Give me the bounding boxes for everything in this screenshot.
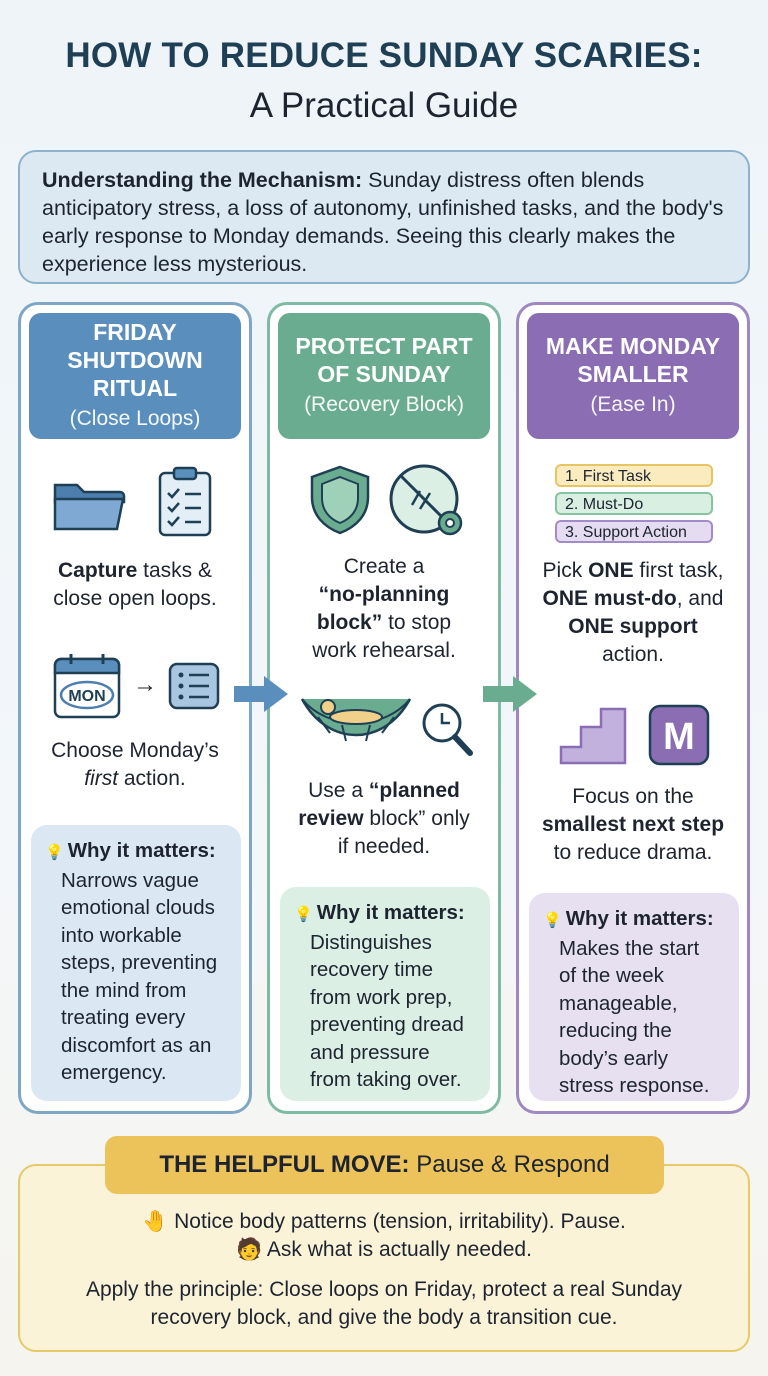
chip-first-task: 1. First Task [555,464,713,487]
why-it-matters-box: 💡Why it matters: Makes the start of the … [529,893,739,1101]
page-title: HOW TO REDUCE SUNDAY SCARIES: [65,36,703,75]
chip-must-do: 2. Must-Do [555,492,713,515]
helpful-move-box [18,1164,750,1352]
column-heading-line: RITUAL [92,375,178,401]
column-friday-shutdown: FRIDAY SHUTDOWN RITUAL (Close Loops) Cap… [18,302,252,1114]
why-it-matters-box: 💡Why it matters: Narrows vague emotional… [31,825,241,1101]
lightbulb-icon: 💡 [294,906,313,923]
column-protect-sunday: PROTECT PART OF SUNDAY (Recovery Block) … [267,302,501,1114]
mechanism-box: Understanding the Mechanism: Sunday dist… [18,150,750,284]
step-capture: Capture tasks & close open loops. [53,559,217,610]
calendar-mon-icon: MON [53,654,121,719]
column-heading-line: OF SUNDAY [317,361,451,387]
list-icon [168,662,220,710]
step-pick-one: Pick ONE first task, ONE must-do, and ON… [542,559,724,666]
lightbulb-icon: 💡 [543,912,562,929]
m-badge-icon: M [648,704,710,766]
stairs-icon [559,707,627,765]
helpful-move-line-2: 🧑 Ask what is actually needed. [236,1238,532,1261]
step-choose-first-action: Choose Monday’s first action. [51,739,219,790]
helpful-move-line-3: Apply the principle: Close loops on Frid… [85,1278,683,1301]
mechanism-text: Sunday distress often blends anticipator… [42,168,724,276]
helpful-move-line-1: 🤚 Notice body patterns (tension, irritab… [142,1210,626,1233]
column-subheading: (Recovery Block) [304,393,464,416]
helpful-move-line-4: recovery block, and give the body a tran… [150,1306,618,1329]
column-heading-line: PROTECT PART [295,333,473,359]
column-make-monday-smaller: MAKE MONDAY SMALLER (Ease In) 1. First T… [516,302,750,1114]
arrow-right-icon [234,676,288,712]
svg-text:M: M [663,716,695,758]
folder-icon [53,483,126,531]
column-header: FRIDAY SHUTDOWN RITUAL (Close Loops) [29,313,241,439]
mechanism-label: Understanding the Mechanism: [42,168,363,192]
helpful-move-heading: THE HELPFUL MOVE: Pause & Respond [105,1136,664,1194]
column-header: MAKE MONDAY SMALLER (Ease In) [527,313,739,439]
page-subtitle: A Practical Guide [249,86,519,125]
arrow-right-icon: → [133,671,157,698]
column-heading-line: MAKE MONDAY [545,333,721,359]
no-work-gear-icon [389,464,463,536]
arrow-right-icon [483,676,537,712]
hammock-icon [300,698,412,742]
chip-support-action: 3. Support Action [555,520,713,543]
column-heading-line: SHUTDOWN [67,347,203,373]
magnifier-clock-icon [422,703,473,756]
column-subheading: (Close Loops) [69,407,201,430]
column-subheading: (Ease In) [590,393,676,416]
column-header: PROTECT PART OF SUNDAY (Recovery Block) [278,313,490,439]
step-planned-review-block: Use a “planned review block” only if nee… [298,779,470,858]
svg-text:MON: MON [68,688,105,705]
why-it-matters-box: 💡Why it matters: Distinguishes recovery … [280,887,490,1101]
hand-icon: 🤚 [142,1210,169,1233]
person-icon: 🧑 [236,1238,263,1261]
shield-icon [310,465,370,535]
column-heading-line: SMALLER [577,361,689,387]
column-heading-line: FRIDAY [93,319,177,345]
clipboard-checklist-icon [158,466,212,537]
lightbulb-icon: 💡 [45,844,64,861]
step-no-planning-block: Create a “no-planning block” to stop wor… [312,555,456,662]
step-smallest-next-step: Focus on the smallest next step to reduc… [541,785,725,864]
